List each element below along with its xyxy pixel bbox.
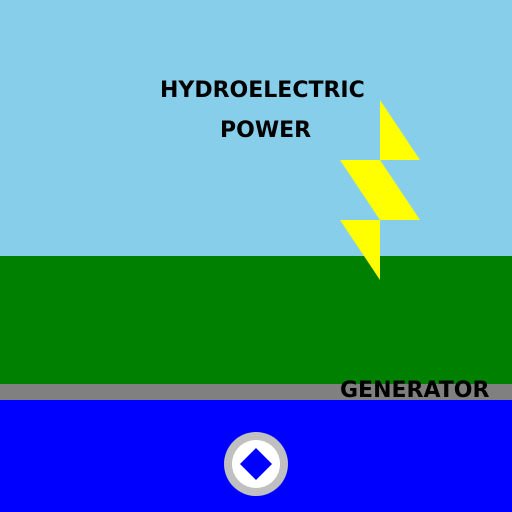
turbine-icon (224, 432, 288, 496)
generator-label: GENERATOR (340, 378, 490, 403)
sky-background (0, 0, 512, 256)
land-area (0, 256, 512, 384)
title-line-2: POWER (220, 118, 312, 143)
dam-wall (0, 384, 512, 400)
lightning-bolt-icon (340, 100, 420, 280)
title-line-1: HYDROELECTRIC (160, 78, 365, 103)
